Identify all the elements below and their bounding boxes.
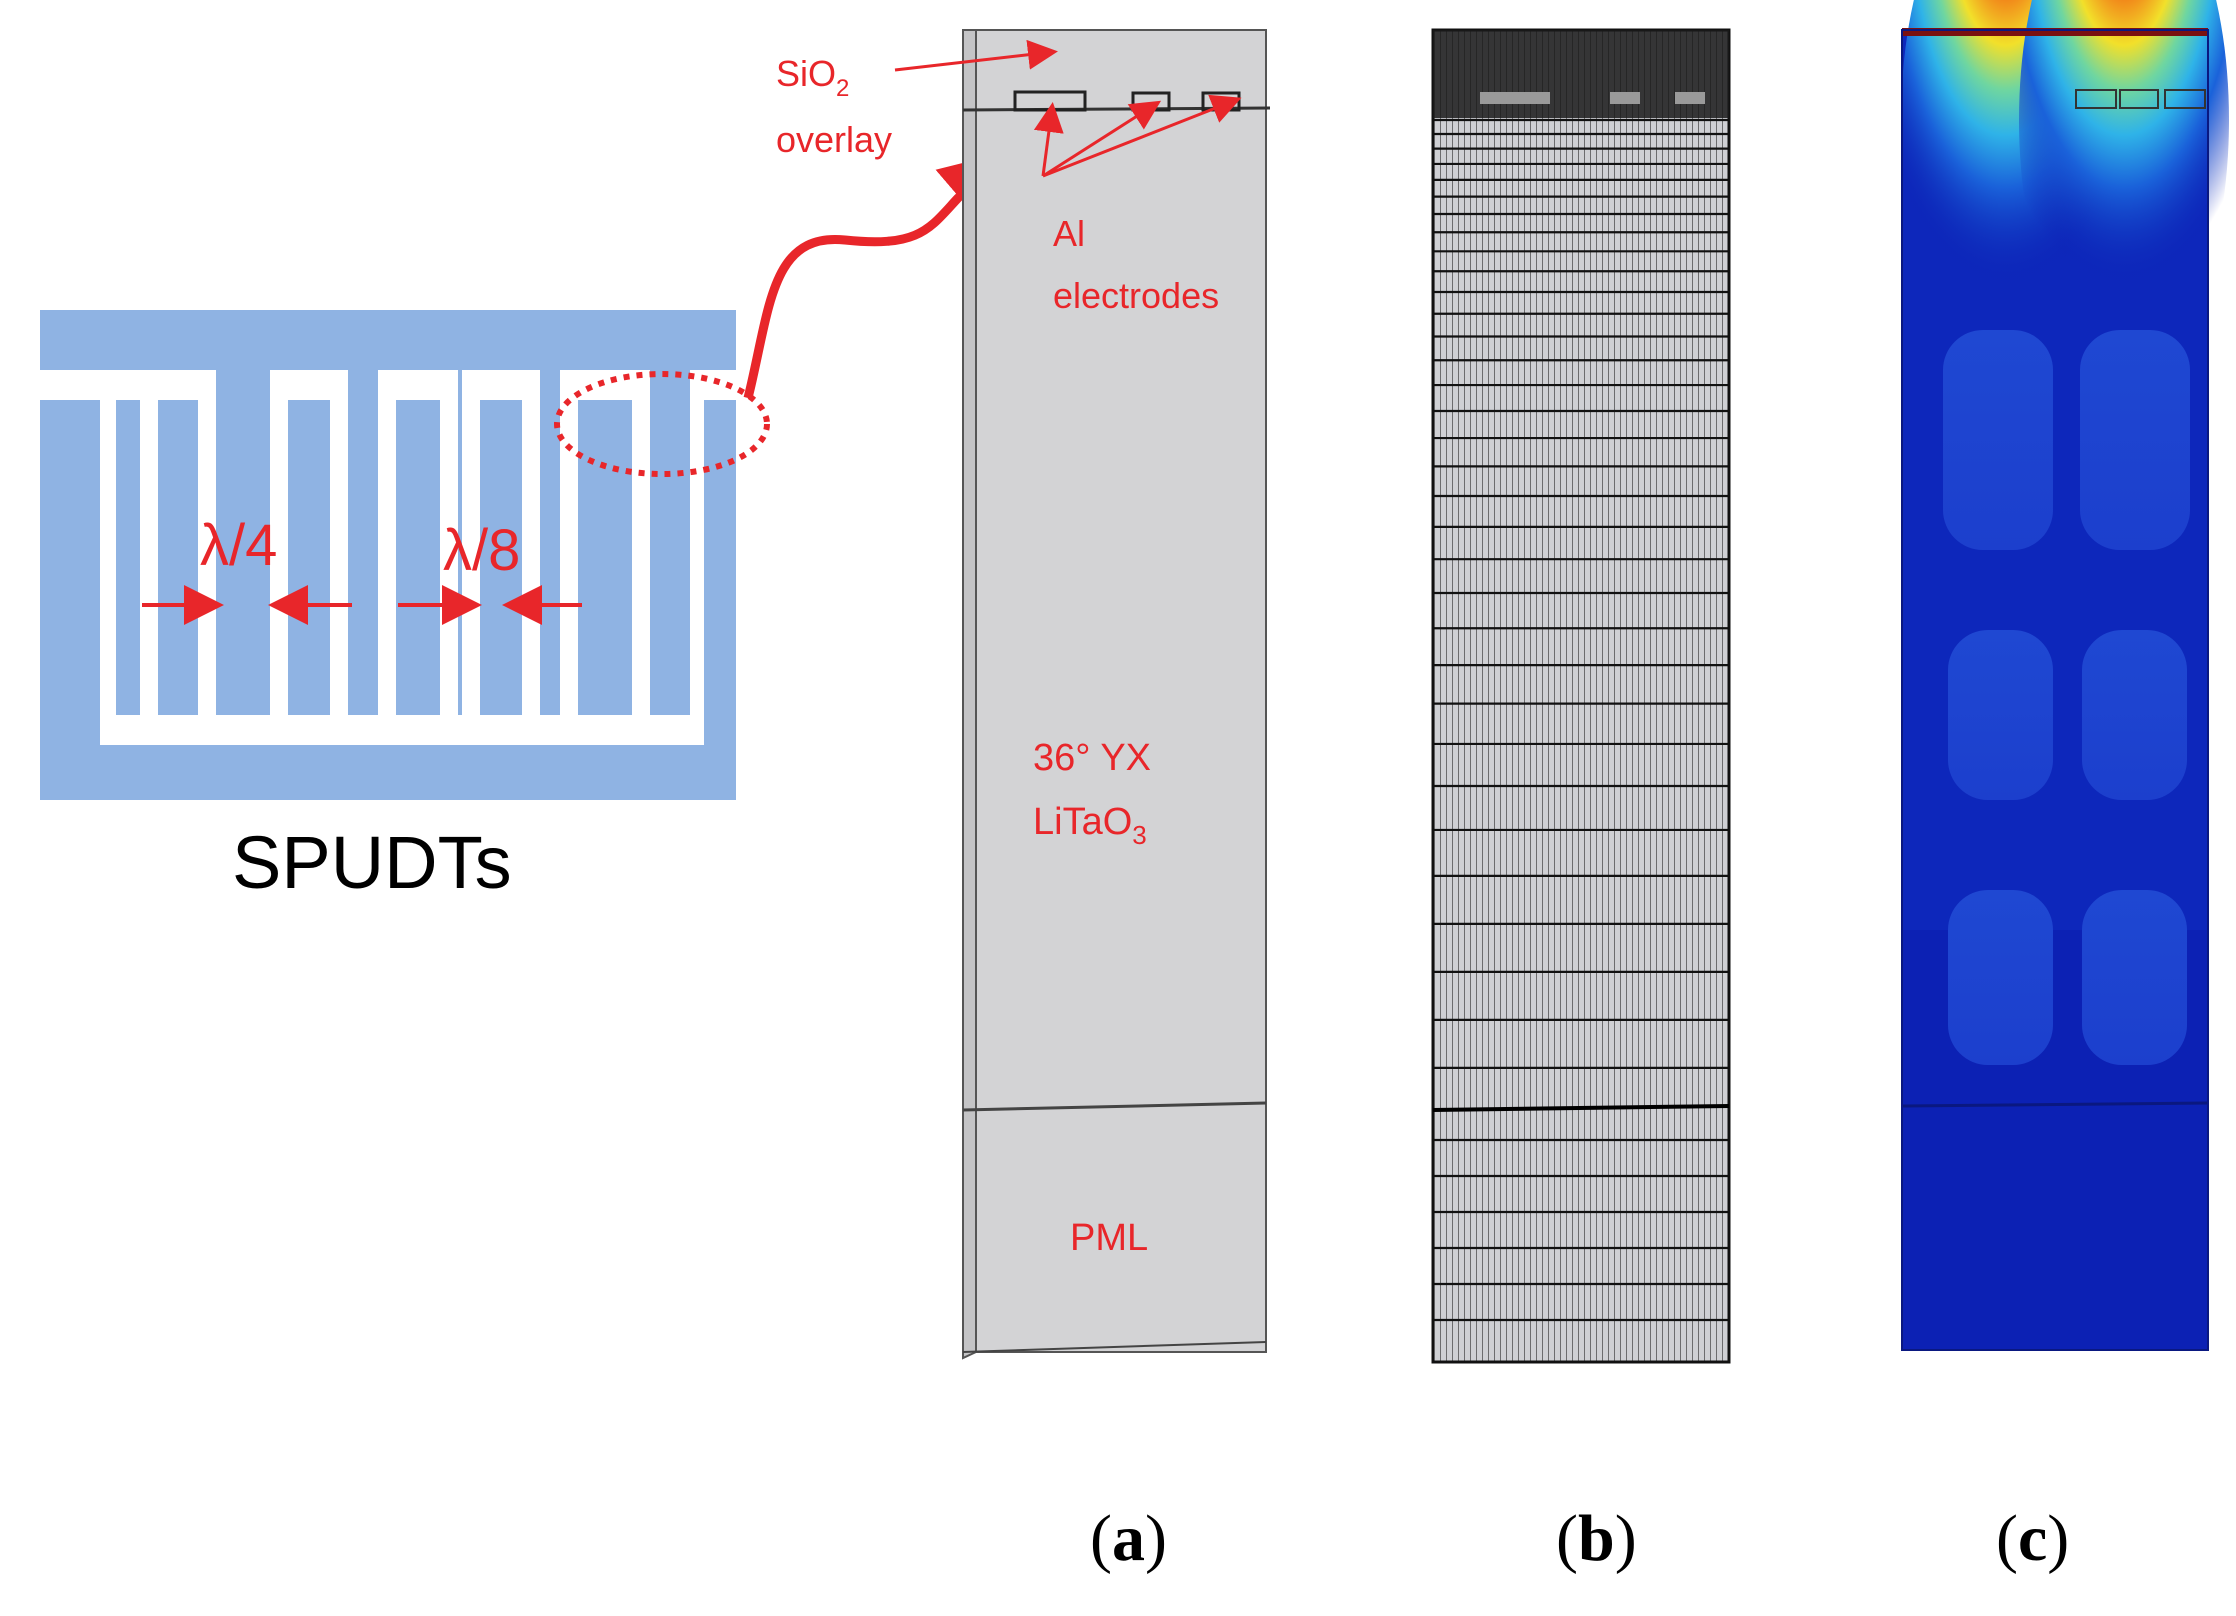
caption-b: (b)	[1556, 1502, 1637, 1575]
panel-a-body	[975, 29, 1267, 1353]
al-pointer-3	[1042, 94, 1242, 178]
mesh-body	[1431, 28, 1731, 1364]
zoom-highlight-ellipse	[554, 371, 770, 477]
spudt-gaps	[40, 370, 736, 745]
al-label: Al	[1053, 213, 1085, 254]
mesh-dense-top	[1433, 30, 1729, 118]
lambda-eighth-label: λ/8	[443, 518, 520, 583]
field-blobs	[1943, 330, 2190, 1065]
pml-label: PML	[1070, 1217, 1148, 1259]
substrate-line1: 36° YX	[1033, 737, 1151, 779]
panel-c	[1901, 0, 2229, 1351]
overlay-label: overlay	[776, 119, 892, 160]
spudt-fingers	[116, 370, 690, 715]
field-electrode-1	[2075, 89, 2117, 109]
lambda-quarter-label: λ/4	[200, 513, 277, 578]
panel-a-pml-boundary	[962, 1101, 1267, 1112]
mesh-horizontal-lines	[1433, 118, 1729, 1322]
electrodes-label: electrodes	[1053, 275, 1219, 316]
field-lobe-right	[2019, 0, 2229, 370]
sio2-label: SiO2	[776, 53, 849, 102]
panel-a-side-face	[962, 29, 977, 1360]
mesh-top-refined	[1480, 92, 1705, 104]
substrate-line2: LiTaO3	[1033, 801, 1147, 850]
panel-b	[1431, 28, 1731, 1364]
spudt-diagram: λ/4 λ/8 SPUDTs	[40, 150, 1014, 904]
field-electrode-3	[2164, 89, 2206, 109]
zoom-curved-arrow	[743, 150, 1014, 400]
panel-a: SiO2 overlay Al electrodes 36° YX LiTaO3…	[776, 29, 1271, 1360]
al-pointer-2	[1042, 100, 1162, 178]
caption-a: (a)	[1090, 1502, 1167, 1575]
sio2-pointer-arrow	[894, 39, 1058, 72]
al-pointer-1	[1033, 102, 1064, 177]
caption-c: (c)	[1996, 1502, 2069, 1575]
spudt-title: SPUDTs	[232, 821, 512, 904]
field-electrode-2	[2119, 89, 2159, 109]
